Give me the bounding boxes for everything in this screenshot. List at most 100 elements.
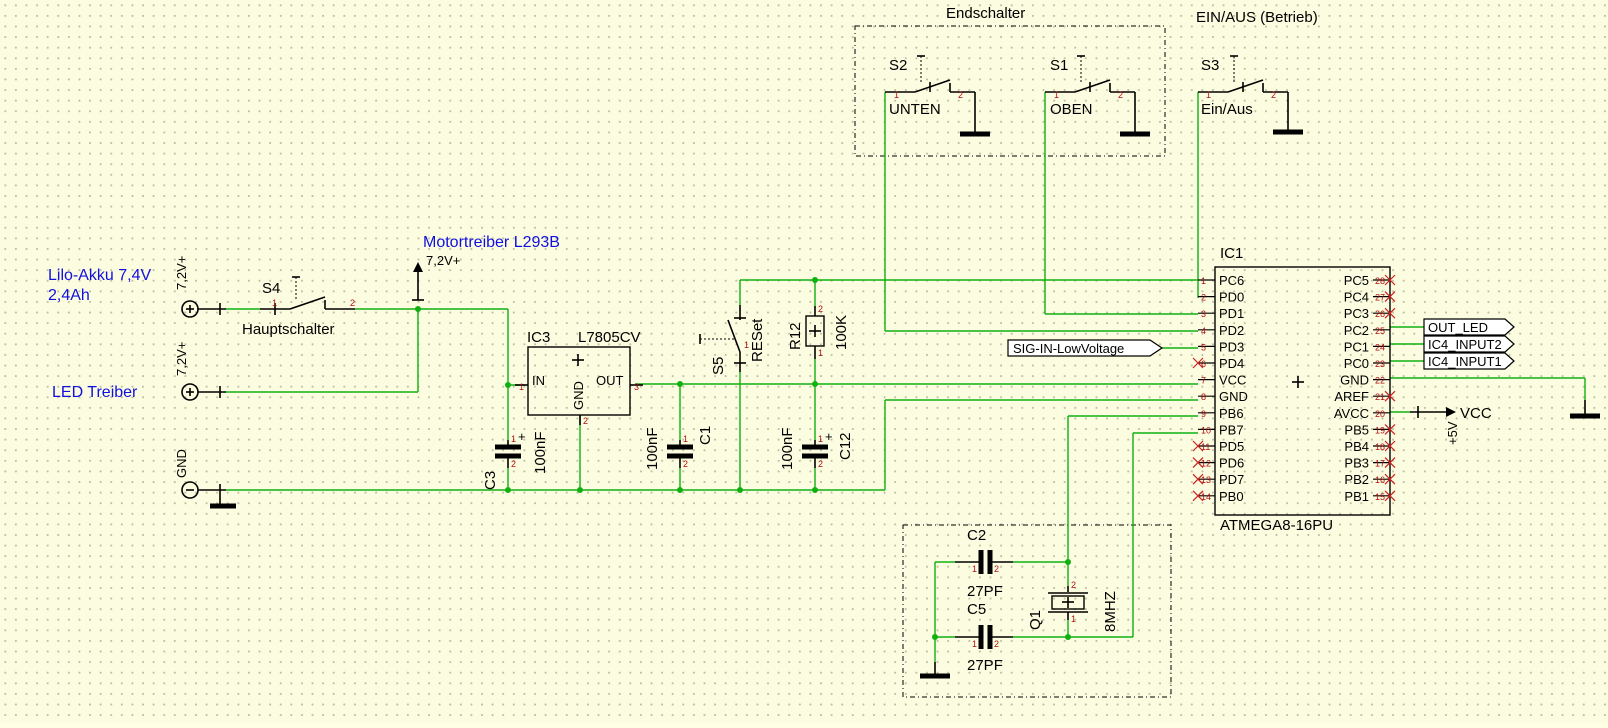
akku-note-line1: Lilo-Akku 7,4V	[48, 267, 151, 284]
mcu-pin-pb4: PB4	[1344, 439, 1369, 454]
port-out-led	[1423, 318, 1515, 336]
s3-value: Ein/Aus	[1201, 101, 1253, 118]
mcu-pin-pd5: PD5	[1219, 439, 1244, 454]
gnd-connector-label: GND	[174, 449, 189, 478]
capacitor-c3: 12 +	[495, 429, 526, 469]
svg-text:1: 1	[894, 90, 899, 100]
no-connect-mark	[1192, 457, 1204, 469]
battery-voltage-label: 7,2V+	[174, 256, 189, 290]
port-sig-in-label: SIG-IN-LowVoltage	[1013, 341, 1124, 356]
mcu-pin-number-14: 14	[1201, 492, 1211, 502]
svg-text:1: 1	[818, 434, 823, 444]
s5-ref: S5	[710, 357, 727, 375]
ic3-pin-in: IN	[532, 373, 545, 388]
mcu-pin-number-5: 5	[1201, 342, 1206, 352]
svg-text:1: 1	[972, 564, 977, 574]
s4-ref: S4	[262, 280, 280, 297]
ic3-value: L7805CV	[578, 329, 641, 346]
ic3-pin-out: OUT	[596, 373, 624, 388]
wire-junctions	[415, 277, 1071, 640]
svg-text:1: 1	[272, 298, 277, 308]
mcu-pin-number-21: 21	[1375, 392, 1385, 402]
mcu-pin-number-8: 8	[1201, 392, 1206, 402]
svg-text:2: 2	[683, 459, 688, 469]
no-connect-mark	[1384, 490, 1396, 502]
mcu-pin-number-28: 28	[1375, 276, 1385, 286]
s3-ref: S3	[1201, 57, 1219, 74]
motor-driver-note: Motortreiber L293B	[423, 234, 560, 251]
port-ic4-input2	[1423, 335, 1515, 353]
mcu-pin-pb0: PB0	[1219, 489, 1244, 504]
svg-text:+: +	[518, 429, 526, 444]
led-voltage-label: 7,2V+	[174, 342, 189, 376]
mcu-pin-pd0: PD0	[1219, 290, 1244, 305]
mcu-pin-pd6: PD6	[1219, 456, 1244, 471]
endschalter-title: Endschalter	[946, 5, 1025, 22]
mcu-pin-pc2: PC2	[1344, 323, 1369, 338]
mcu-pin-number-4: 4	[1201, 326, 1206, 336]
ic3-pin-gnd: GND	[571, 381, 586, 410]
mcu-pin-gnd: GND	[1219, 389, 1248, 404]
mcu-pin-number-1: 1	[1201, 276, 1206, 286]
mcu-pin-number-17: 17	[1375, 459, 1385, 469]
mcu-pin-number-20: 20	[1375, 409, 1385, 419]
no-connect-mark	[1384, 423, 1396, 435]
mcu-pin-pc6: PC6	[1219, 273, 1244, 288]
mcu-pin-number-3: 3	[1201, 309, 1206, 319]
s1-value: OBEN	[1050, 101, 1093, 118]
mcu-pin-pc3: PC3	[1344, 306, 1369, 321]
resistor-r12: 21	[805, 304, 825, 359]
svg-text:2: 2	[994, 564, 999, 574]
mcu-pin-pb5: PB5	[1344, 422, 1369, 437]
svg-text:1: 1	[972, 639, 977, 649]
mcu-pin-pb7: PB7	[1219, 422, 1244, 437]
mcu-pin-number-16: 16	[1375, 475, 1385, 485]
port-ic4-input2-label: IC4_INPUT2	[1428, 337, 1502, 352]
akku-note-line2: 2,4Ah	[48, 287, 90, 304]
c3-ref: C3	[482, 471, 499, 490]
mcu-pin-pb2: PB2	[1344, 472, 1369, 487]
q1-value: 8MHZ	[1102, 591, 1119, 632]
vcc-label: VCC	[1460, 405, 1492, 422]
svg-text:2: 2	[583, 416, 588, 426]
mcu-pin-number-7: 7	[1201, 376, 1206, 386]
mcu-pin-pd3: PD3	[1219, 339, 1244, 354]
mcu-pin-number-22: 22	[1375, 376, 1385, 386]
no-connect-mark	[1384, 307, 1396, 319]
port-out-led-label: OUT_LED	[1428, 320, 1488, 335]
mcu-pin-number-18: 18	[1375, 442, 1385, 452]
port-ic4-input1-label: IC4_INPUT1	[1428, 354, 1502, 369]
no-connect-mark	[1384, 390, 1396, 402]
port-sig-in	[1007, 339, 1164, 357]
mcu-pin-pc4: PC4	[1344, 290, 1369, 305]
svg-text:2: 2	[818, 459, 823, 469]
mcu-pin-pd7: PD7	[1219, 472, 1244, 487]
mcu-pin-number-2: 2	[1201, 293, 1206, 303]
connector-led-plus	[181, 383, 226, 401]
s2-ref: S2	[889, 57, 907, 74]
mcu-pin-number-10: 10	[1201, 425, 1211, 435]
no-connect-mark	[1192, 473, 1204, 485]
mcu-pin-pd4: PD4	[1219, 356, 1244, 371]
svg-text:2: 2	[958, 90, 963, 100]
capacitor-c12: 1 2 +	[802, 429, 833, 469]
motor-voltage-label: 7,2V+	[426, 253, 460, 268]
mcu-pin-number-19: 19	[1375, 425, 1385, 435]
mcu-pin-number-11: 11	[1201, 442, 1210, 452]
p5v-label: +5V	[1445, 421, 1460, 445]
c2-value: 27PF	[967, 583, 1003, 600]
port-ic4-input1	[1423, 352, 1515, 370]
svg-text:1: 1	[744, 340, 749, 350]
no-connect-mark	[1384, 457, 1396, 469]
led-driver-note: LED Treiber	[52, 384, 138, 401]
svg-text:1: 1	[1206, 90, 1211, 100]
svg-text:+: +	[825, 429, 833, 444]
mcu-pin-number-23: 23	[1375, 359, 1385, 369]
c12-ref: C12	[837, 432, 854, 460]
